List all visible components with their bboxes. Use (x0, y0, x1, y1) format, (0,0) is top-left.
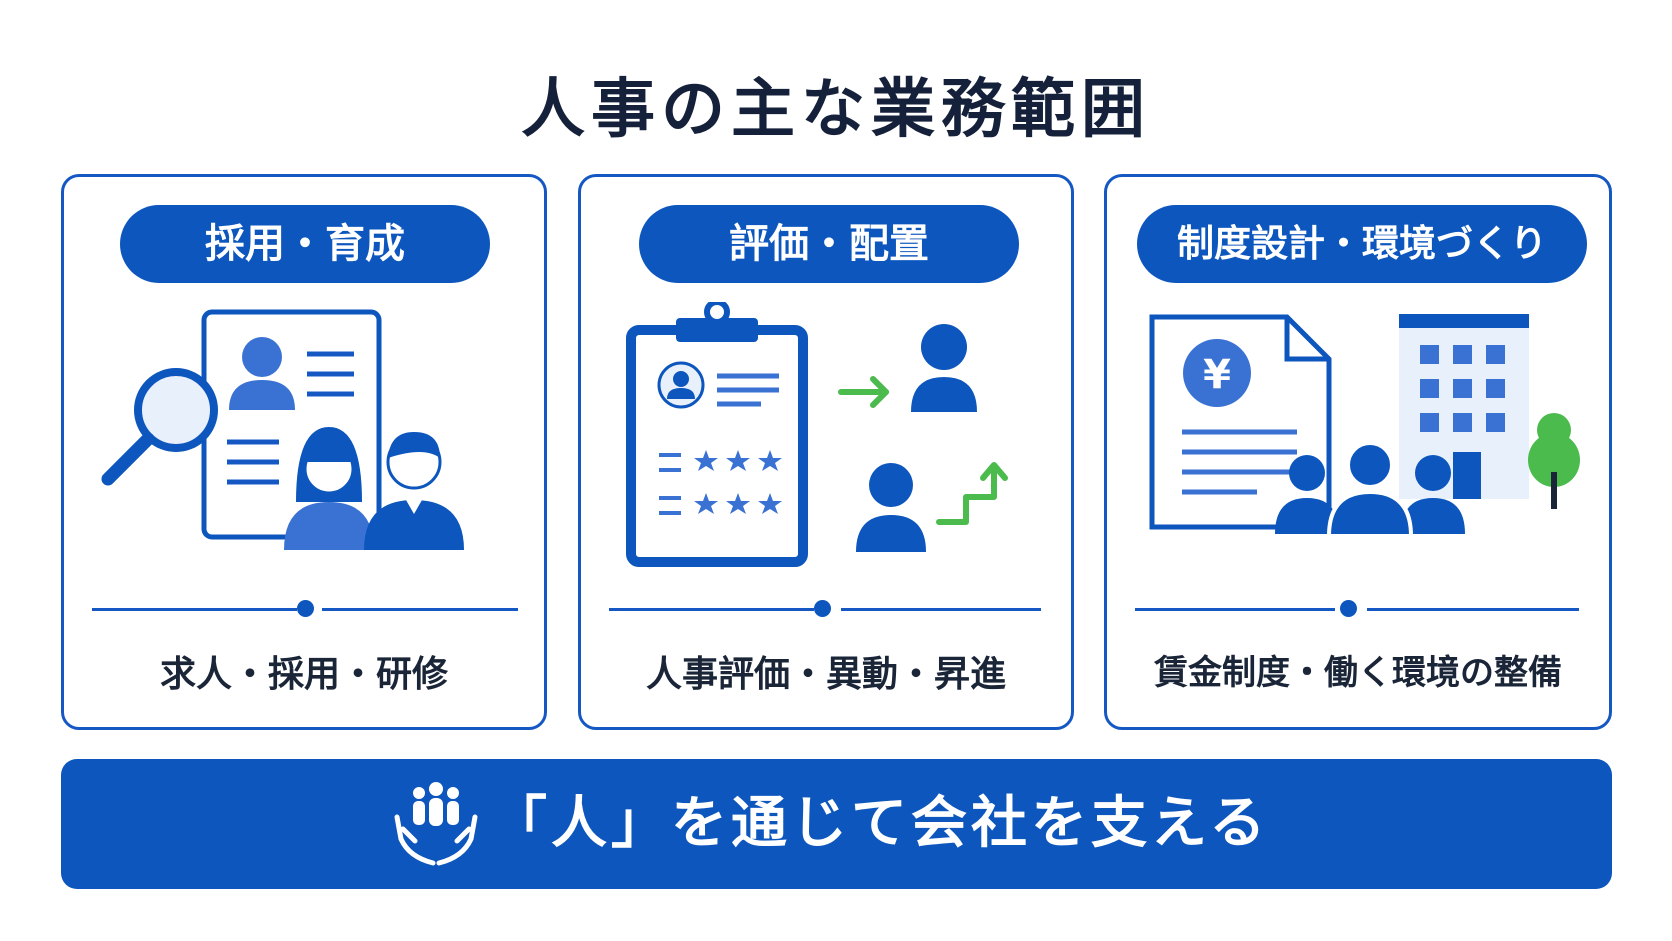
arrow-right-icon (838, 376, 889, 408)
person-icon (856, 463, 926, 552)
yen-symbol: ¥ (1203, 352, 1231, 398)
divider-line (322, 608, 518, 611)
profile-avatar-icon (657, 361, 705, 409)
supporting-hands-people-icon (394, 782, 478, 866)
magnifying-glass-icon (101, 368, 218, 486)
man-icon (364, 432, 464, 550)
divider-line (1367, 608, 1579, 611)
divider-dot (297, 600, 314, 617)
divider-line (609, 608, 814, 611)
divider-line (92, 608, 297, 611)
card-caption: 人事評価・異動・昇進 (645, 654, 1006, 695)
recruitment-illustration (101, 309, 464, 550)
page-title: 人事の主な業務範囲 (521, 73, 1151, 147)
divider-line (1135, 608, 1335, 611)
clipboard-icon (626, 302, 808, 567)
star-rating-icon (694, 450, 782, 514)
evaluation-illustration (626, 302, 1008, 567)
promotion-step-arrow-icon (936, 462, 1008, 525)
card-heading: 評価・配置 (639, 205, 1019, 283)
bottom-banner: 「人」を通じて会社を支える (61, 759, 1612, 889)
system-design-illustration: ¥ (1149, 314, 1580, 538)
banner-text: 「人」を通じて会社を支える (491, 791, 1270, 856)
divider-line (841, 608, 1041, 611)
card-system-design: 制度設計・環境づくり ¥ (1104, 174, 1612, 730)
woman-icon (284, 427, 374, 550)
tree-icon (1528, 413, 1580, 509)
employees-group-icon (1275, 441, 1465, 538)
card-caption: 賃金制度・働く環境の整備 (1154, 653, 1562, 693)
wage-document-icon: ¥ (1149, 314, 1332, 530)
divider-dot (1340, 600, 1357, 617)
person-icon (911, 324, 977, 412)
card-heading: 制度設計・環境づくり (1137, 205, 1587, 283)
card-caption: 求人・採用・研修 (159, 654, 448, 695)
divider-dot (814, 600, 831, 617)
card-evaluation: 評価・配置 (578, 174, 1074, 730)
card-heading: 採用・育成 (120, 205, 490, 283)
resume-document-icon (201, 309, 382, 540)
card-recruitment: 採用・育成 求人・採 (61, 174, 547, 730)
